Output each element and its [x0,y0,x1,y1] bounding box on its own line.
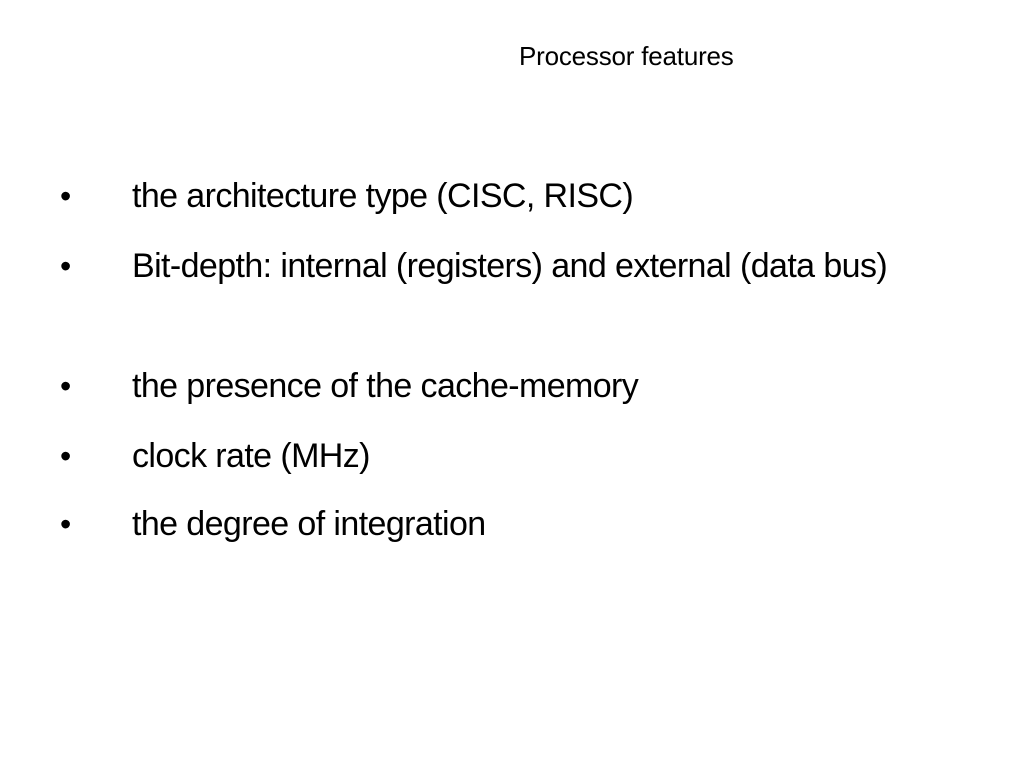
bullet-icon: • [60,506,72,542]
bullet-text: the degree of integration [132,505,486,543]
bullet-icon: • [60,248,72,284]
bullet-icon: • [60,178,72,214]
bullet-text: the presence of the cache-memory [132,367,639,405]
bullet-text: the architecture type (CISC, RISC) [132,177,634,215]
bullet-icon: • [60,438,72,474]
bullet-icon: • [60,368,72,404]
slide-title: Processor features [519,41,734,71]
bullet-text: Bit-depth: internal (registers) and exte… [132,247,888,285]
bullet-text: clock rate (MHz) [132,437,370,475]
